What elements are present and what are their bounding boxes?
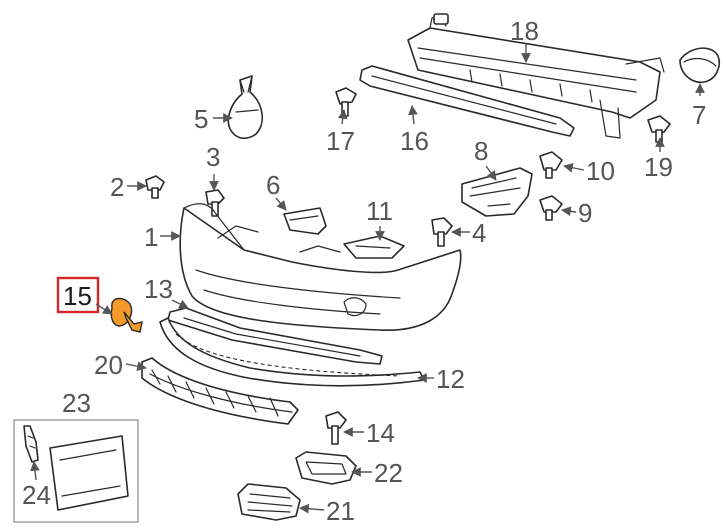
upper-bracket-part — [359, 65, 575, 137]
bolt-2-part — [145, 175, 165, 199]
callout-13: 13 — [144, 274, 173, 304]
bolt-19-part — [647, 115, 671, 143]
bumper-cover-part — [179, 203, 462, 331]
bezel-22-part — [295, 451, 357, 485]
cap-6-part — [283, 207, 327, 235]
grille-insert-21-part — [237, 483, 301, 521]
bolt-17-part — [335, 87, 357, 117]
callout-1: 1 — [144, 222, 158, 252]
callout-12: 12 — [436, 364, 465, 394]
bolt-9-part — [539, 195, 563, 221]
callout-10: 10 — [586, 156, 615, 186]
callout-21: 21 — [326, 496, 355, 526]
callout-16: 16 — [400, 126, 429, 156]
bolt-14-part — [325, 411, 347, 445]
side-bracket-part — [461, 167, 533, 217]
license-plate-group-frame — [13, 419, 139, 523]
callout-9: 9 — [578, 198, 592, 228]
callout-22: 22 — [374, 458, 403, 488]
callout-2: 2 — [110, 172, 124, 202]
callout-4: 4 — [472, 218, 486, 248]
callout-15: 15 — [63, 281, 92, 311]
license-plate-mount-part — [49, 435, 129, 511]
bracket-11-part — [343, 235, 405, 259]
license-bracket-24-part — [23, 425, 39, 463]
callout-11: 11 — [366, 196, 393, 226]
lower-strip-13-part — [167, 307, 383, 365]
highlighted-part-15 — [110, 297, 143, 333]
callout-14: 14 — [366, 418, 395, 448]
reinforcement-bar-part — [407, 13, 665, 139]
grille-20-part — [141, 357, 299, 425]
callout-7: 7 — [692, 100, 706, 130]
callout-20: 20 — [94, 350, 123, 380]
tow-hook-cover-part — [679, 47, 720, 84]
callout-17: 17 — [326, 126, 355, 156]
callout-3: 3 — [206, 142, 220, 172]
leader-lines — [30, 44, 705, 514]
callout-24: 24 — [22, 480, 51, 510]
callout-8: 8 — [474, 136, 488, 166]
highlight-box-15 — [56, 276, 100, 314]
bolt-4-part — [431, 217, 453, 247]
spoiler-12-part — [159, 317, 425, 387]
callout-23: 23 — [62, 388, 91, 418]
bolt-10-part — [539, 151, 563, 179]
callout-18: 18 — [510, 16, 539, 46]
callout-5: 5 — [194, 104, 208, 134]
cover-bag-part — [227, 75, 263, 140]
callout-19: 19 — [644, 152, 673, 182]
callout-6: 6 — [266, 170, 280, 200]
